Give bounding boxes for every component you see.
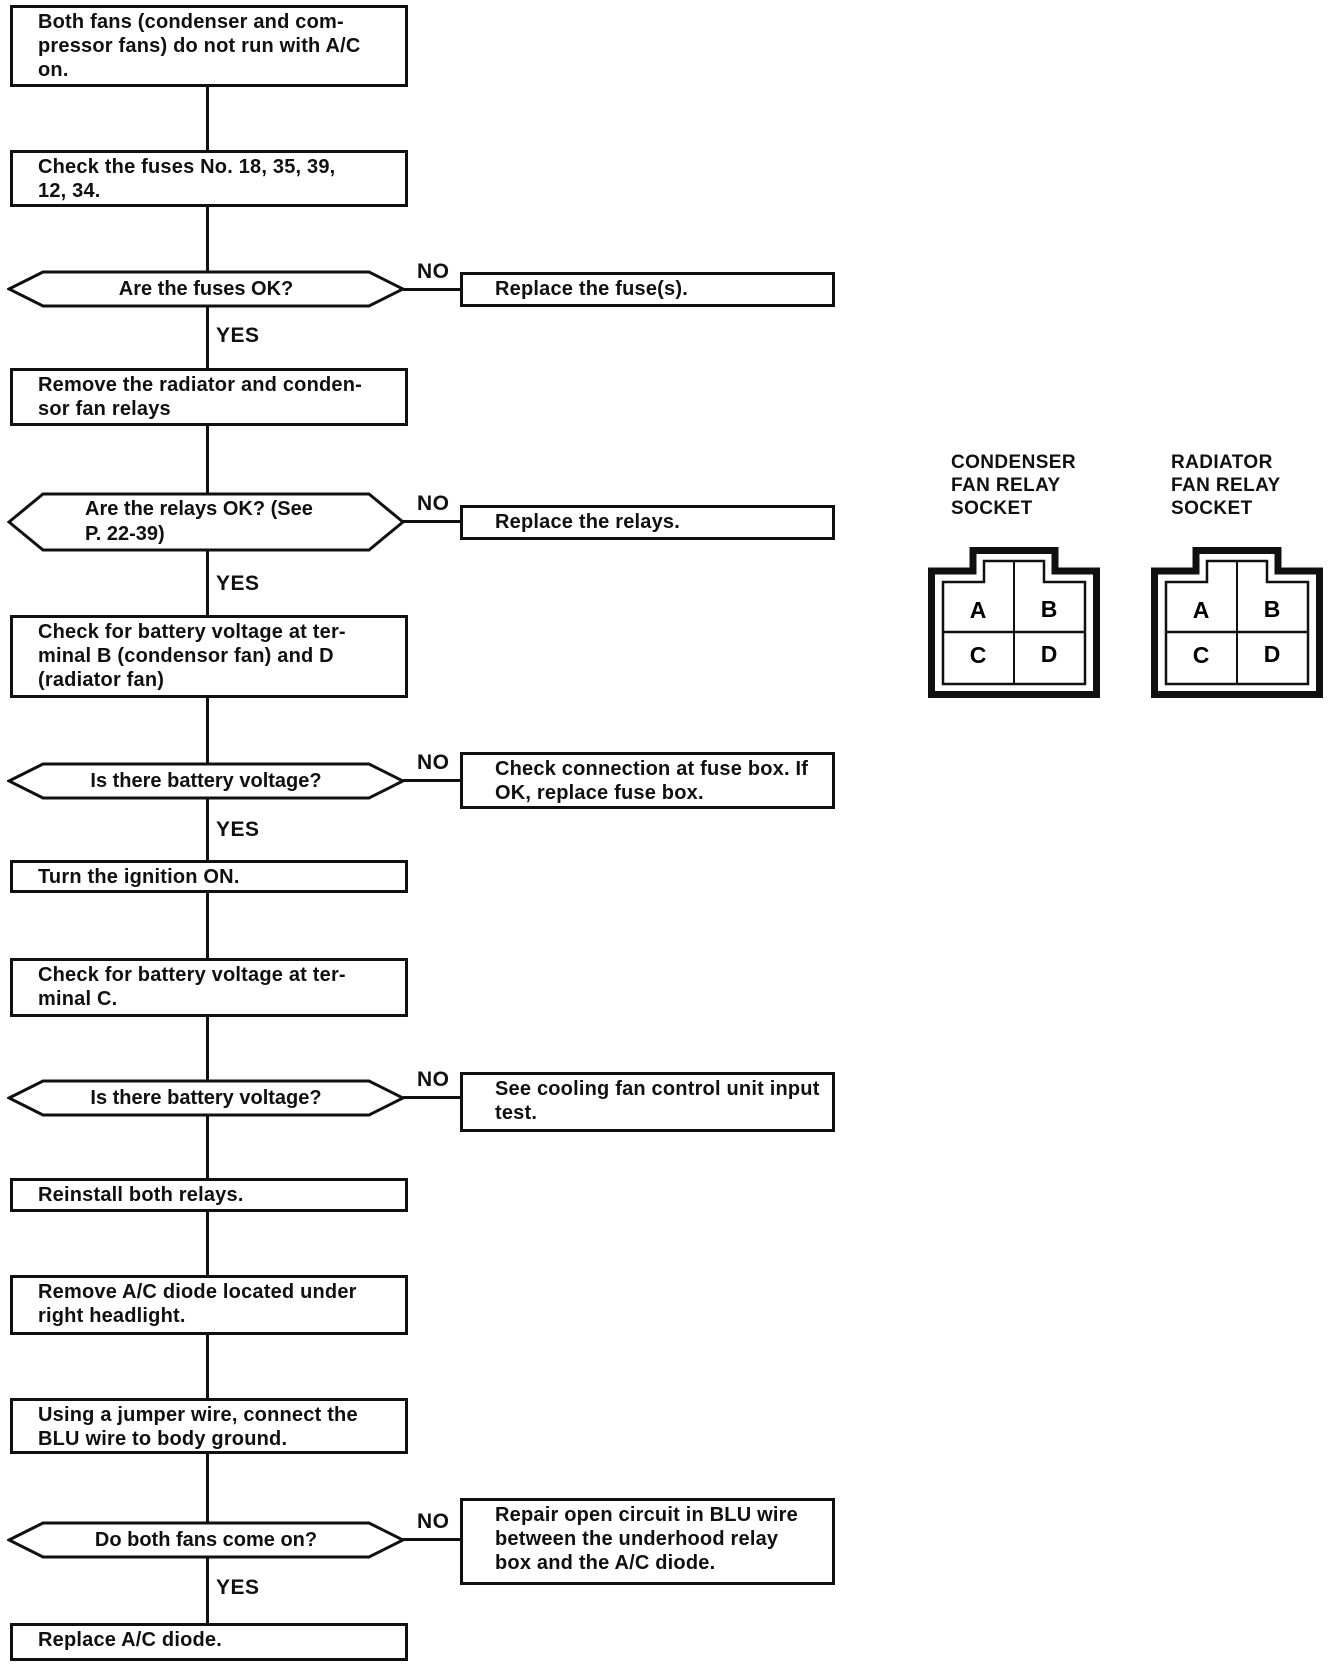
flow-line-vertical [206,426,209,493]
condenser-socket-diagram: A B C D [928,547,1100,698]
node-replace-relays: Replace the relays. [460,505,835,540]
flow-line-vertical [206,1212,209,1275]
label-no-5: NO [417,1510,450,1533]
flow-line-vertical [206,1558,209,1623]
node-replace-diode: Replace A/C diode. [10,1623,408,1661]
radiator-socket-title: RADIATOR FAN RELAY SOCKET [1171,452,1281,519]
terminal-b-label: B [1041,596,1058,622]
flow-line-vertical [206,1017,209,1080]
flow-line-no-3 [403,779,461,782]
node-replace-fuses: Replace the fuse(s). [460,272,835,307]
label-no-4: NO [417,1068,450,1091]
node-problem: Both fans (condenser and com- pressor fa… [10,5,408,87]
node-remove-relays: Remove the radiator and conden- sor fan … [10,368,408,426]
decision-text: Are the fuses OK? [118,277,294,300]
node-ignition-on: Turn the ignition ON. [10,860,408,893]
node-check-voltage-c: Check for battery voltage at ter- minal … [10,958,408,1017]
decision-text: Is there battery voltage? [90,769,322,792]
node-check-fuses: Check the fuses No. 18, 35, 39, 12, 34. [10,150,408,207]
decision-fans-come-on: Do both fans come on? [7,1521,405,1559]
connector-outline: A B C D [928,547,1100,698]
flow-line-vertical [206,1116,209,1178]
flow-line-vertical [206,551,209,615]
flow-line-no-2 [403,520,461,523]
flow-line-vertical [206,207,209,272]
label-yes-4: YES [216,1576,260,1599]
label-yes-1: YES [216,324,260,347]
terminal-d-label: D [1264,641,1281,667]
label-yes-3: YES [216,818,260,841]
connector-outline: A B C D [1151,547,1323,698]
terminal-c-label: C [970,642,987,668]
decision-text: Do both fans come on? [94,1528,318,1551]
node-check-voltage-bd: Check for battery voltage at ter- minal … [10,615,408,698]
radiator-socket-diagram: A B C D [1151,547,1323,698]
node-jumper-wire: Using a jumper wire, connect the BLU wir… [10,1398,408,1454]
decision-relays-ok: Are the relays OK? (See P. 22-39) [7,492,405,552]
flow-line-vertical [206,893,209,958]
flow-line-vertical [206,1454,209,1522]
node-repair-blu: Repair open circuit in BLU wire between … [460,1498,835,1585]
label-no-3: NO [417,751,450,774]
label-yes-2: YES [216,572,260,595]
flow-line-vertical [206,307,209,368]
terminal-a-label: A [1193,597,1210,623]
node-check-fuse-box: Check connection at fuse box. If OK, rep… [460,752,835,809]
label-no-2: NO [417,492,450,515]
flow-line-vertical [206,1335,209,1398]
node-remove-diode: Remove A/C diode located under right hea… [10,1275,408,1335]
decision-text: Is there battery voltage? [90,1086,322,1109]
flow-line-vertical [206,799,209,860]
condenser-socket-title: CONDENSER FAN RELAY SOCKET [951,452,1077,519]
node-reinstall-relays: Reinstall both relays. [10,1178,408,1212]
decision-text: Are the relays OK? (See P. 22-39) [85,498,313,545]
flow-line-no-1 [403,288,461,291]
flow-line-no-5 [403,1538,461,1541]
decision-battery-voltage-1: Is there battery voltage? [7,762,405,800]
terminal-c-label: C [1193,642,1210,668]
flow-line-vertical [206,698,209,763]
label-no-1: NO [417,260,450,283]
terminal-b-label: B [1264,596,1281,622]
terminal-a-label: A [970,597,987,623]
node-cooling-fan-test: See cooling fan control unit input test. [460,1072,835,1132]
decision-battery-voltage-2: Is there battery voltage? [7,1079,405,1117]
decision-fuses-ok: Are the fuses OK? [7,270,405,308]
flow-line-no-4 [403,1096,461,1099]
flow-line-vertical [206,85,209,150]
terminal-d-label: D [1041,641,1058,667]
